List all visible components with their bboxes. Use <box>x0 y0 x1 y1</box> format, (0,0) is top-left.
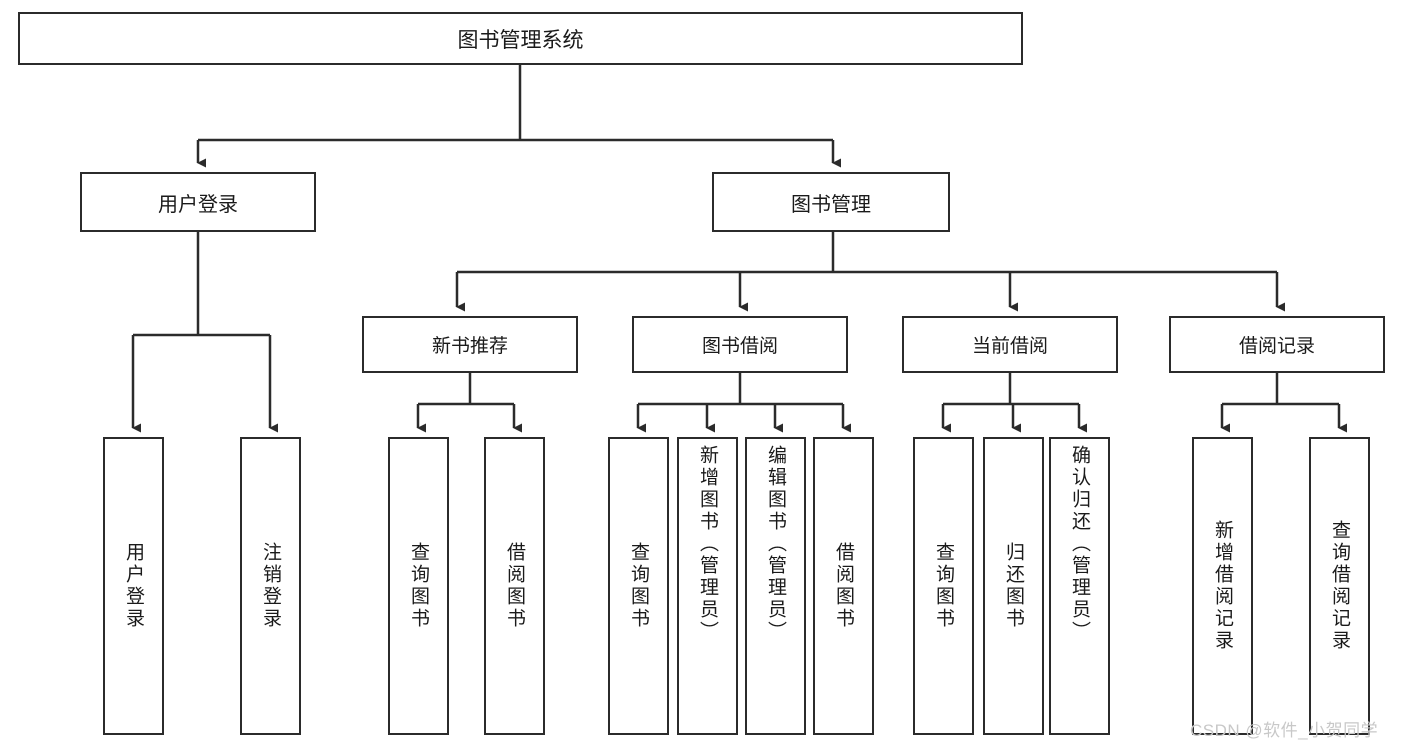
leaf-label: 新增图书（管理员） <box>697 445 718 643</box>
leaf-label: 新增借阅记录 <box>1212 520 1233 652</box>
node-root-label: 图书管理系统 <box>457 28 584 52</box>
node-current-borrow-label: 当前借阅 <box>971 336 1048 357</box>
node-book-management[interactable]: 图书管理 <box>712 172 950 232</box>
csdn-watermark: CSDN @软件_小贺同学 <box>1190 721 1379 740</box>
leaf-label: 查询图书 <box>628 542 649 630</box>
node-root[interactable]: 图书管理系统 <box>18 12 1023 65</box>
leaf-user-login-signout[interactable]: 注销登录 <box>240 437 301 735</box>
leaf-borrow-edit-book-admin[interactable]: 编辑图书（管理员） <box>745 437 806 735</box>
node-borrow-records[interactable]: 借阅记录 <box>1169 316 1385 373</box>
leaf-user-login-signin[interactable]: 用户登录 <box>103 437 164 735</box>
leaf-label: 借阅图书 <box>504 542 525 630</box>
leaf-label: 用户登录 <box>123 542 144 630</box>
leaf-label: 查询图书 <box>933 542 954 630</box>
node-user-login[interactable]: 用户登录 <box>80 172 316 232</box>
leaf-label: 注销登录 <box>260 542 281 630</box>
leaf-current-confirm-return-admin[interactable]: 确认归还（管理员） <box>1049 437 1110 735</box>
leaf-records-add-record[interactable]: 新增借阅记录 <box>1192 437 1253 735</box>
node-book-borrow-label: 图书借阅 <box>701 336 778 357</box>
node-borrow-records-label: 借阅记录 <box>1238 336 1315 357</box>
node-new-book-recommend[interactable]: 新书推荐 <box>362 316 578 373</box>
leaf-label: 查询图书 <box>408 542 429 630</box>
leaf-records-query-record[interactable]: 查询借阅记录 <box>1309 437 1370 735</box>
node-user-login-label: 用户登录 <box>158 193 238 216</box>
node-book-management-label: 图书管理 <box>791 193 871 216</box>
node-current-borrow[interactable]: 当前借阅 <box>902 316 1118 373</box>
leaf-label: 借阅图书 <box>833 542 854 630</box>
leaf-current-return-book[interactable]: 归还图书 <box>983 437 1044 735</box>
leaf-recommend-borrow-book[interactable]: 借阅图书 <box>484 437 545 735</box>
leaf-borrow-add-book-admin[interactable]: 新增图书（管理员） <box>677 437 738 735</box>
leaf-label: 归还图书 <box>1003 542 1024 630</box>
leaf-label: 确认归还（管理员） <box>1069 445 1090 643</box>
leaf-label: 编辑图书（管理员） <box>765 445 786 643</box>
leaf-label: 查询借阅记录 <box>1329 520 1350 652</box>
leaf-current-query-book[interactable]: 查询图书 <box>913 437 974 735</box>
leaf-recommend-query-book[interactable]: 查询图书 <box>388 437 449 735</box>
leaf-borrow-borrow-book[interactable]: 借阅图书 <box>813 437 874 735</box>
leaf-borrow-query-book[interactable]: 查询图书 <box>608 437 669 735</box>
node-book-borrow[interactable]: 图书借阅 <box>632 316 848 373</box>
node-new-book-recommend-label: 新书推荐 <box>431 336 508 357</box>
